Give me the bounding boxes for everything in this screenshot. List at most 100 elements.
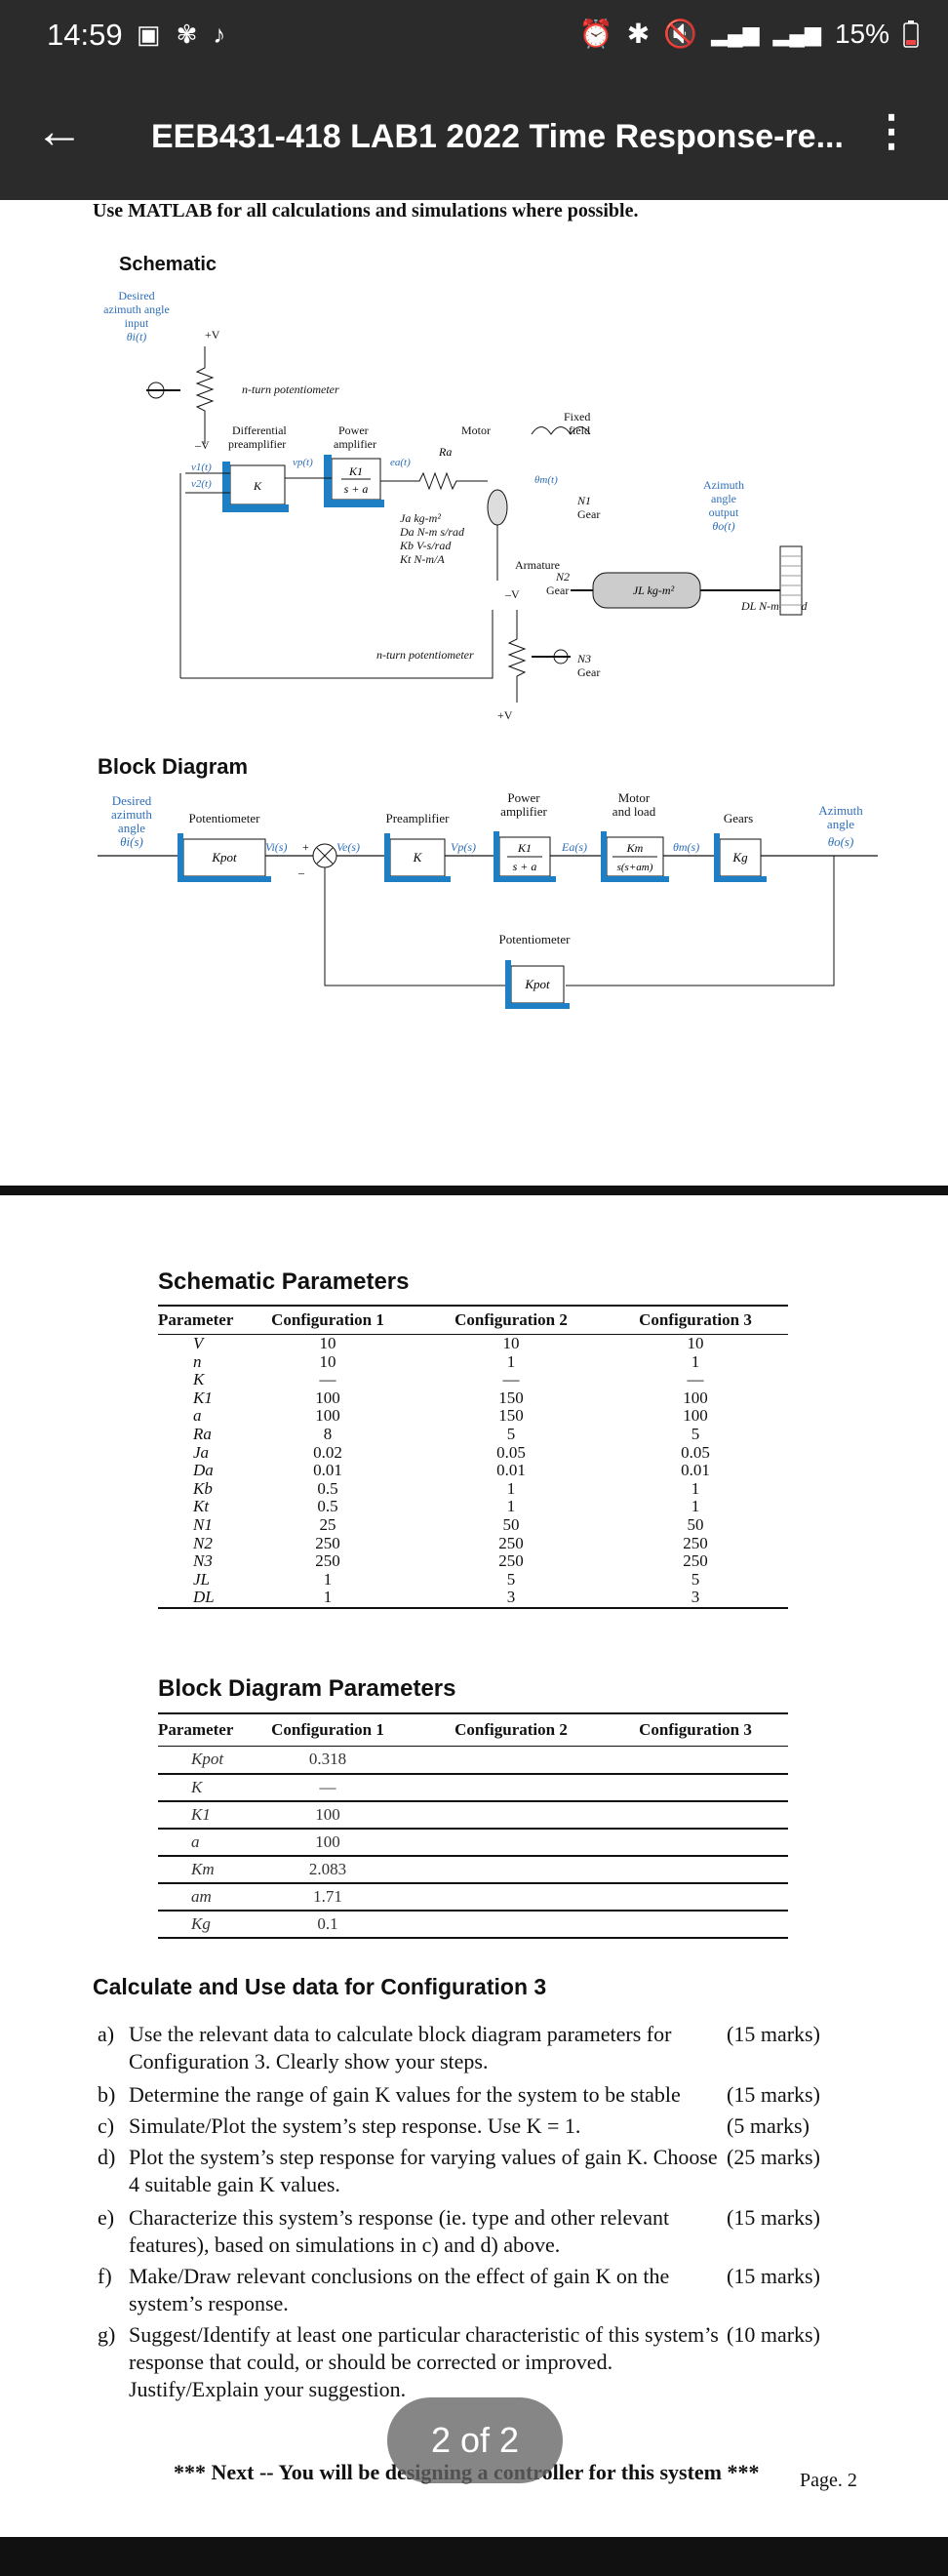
bp-header-config3: Configuration 3: [603, 1712, 788, 1747]
sp-header-config2: Configuration 2: [419, 1305, 603, 1335]
schematic-pot-bottom: n-turn potentiometer: [376, 648, 474, 662]
signal-icon: ▂▄▆: [772, 20, 821, 46]
value-cell: 5: [691, 1569, 700, 1589]
page-indicator: 2 of 2: [387, 2397, 563, 2483]
value-cell: 0.01: [681, 1461, 710, 1480]
bp-header-config1: Configuration 1: [236, 1712, 419, 1747]
bd-kg-block: Kg: [714, 833, 767, 882]
schematic-k1: K1: [348, 464, 363, 478]
bd-k1-block: K1 s + a: [494, 831, 556, 882]
value-cell: 0.02: [313, 1442, 342, 1462]
block-params-title: Block Diagram Parameters: [158, 1675, 456, 1702]
svg-text:–: –: [297, 865, 305, 879]
bd-potentiometer-label: Potentiometer: [189, 811, 261, 825]
value-cell: 50: [687, 1514, 704, 1534]
question-label: b): [98, 2082, 116, 2107]
schematic-input-label-4: θi(t): [127, 330, 147, 343]
bottom-bar: [0, 2537, 948, 2576]
mute-icon: 🔇: [663, 19, 698, 49]
value-cell: 100: [683, 1406, 708, 1426]
value-cell: 10: [502, 1334, 520, 1352]
bd-thetam: θm(s): [673, 840, 699, 854]
block-diagram-figure: Desired azimuth angle θi(s) Azimuth angl…: [98, 790, 878, 1009]
value-cell: 2.083: [236, 1855, 419, 1884]
bd-gears-label: Gears: [724, 811, 753, 825]
value-cell: 250: [315, 1551, 340, 1571]
schematic-figure: Desired azimuth angle input θi(t) +V –V …: [103, 289, 808, 722]
value-cell: 250: [498, 1533, 524, 1552]
schematic-minus-v-2: –V: [504, 587, 520, 601]
bd-power-amp-2: amplifier: [500, 804, 547, 819]
sp-header-config1: Configuration 1: [236, 1305, 419, 1335]
schematic-azimuth-4: θo(t): [712, 519, 734, 533]
parameter-cell: K: [193, 1370, 205, 1389]
question-marks: (5 marks): [727, 2113, 810, 2138]
matlab-note: Use MATLAB for all calculations and simu…: [93, 200, 639, 221]
bd-motor-load-2: and load: [612, 804, 656, 819]
schematic-params-title: Schematic Parameters: [158, 1268, 410, 1295]
back-arrow-icon[interactable]: ←: [35, 103, 84, 158]
bd-km-block: Km s(s+am): [601, 831, 669, 882]
value-cell: [603, 1746, 788, 1775]
schematic-pot-top: n-turn potentiometer: [242, 382, 339, 396]
schematic-gear-3: Gear: [577, 665, 600, 679]
alarm-icon: ⏰: [578, 19, 613, 49]
question-marks: (15 marks): [727, 2022, 820, 2046]
parameter-cell: a: [158, 1828, 236, 1857]
parameter-cell: JL: [193, 1569, 210, 1589]
question-marks: (15 marks): [727, 2205, 820, 2230]
pdf-page-2: Schematic Parameters Parameter Configura…: [0, 1195, 948, 2576]
value-cell: —: [687, 1370, 704, 1389]
more-vert-icon[interactable]: ⋮: [870, 107, 913, 155]
value-cell: 150: [498, 1406, 524, 1426]
bd-feedback-kpot-block: Kpot: [505, 960, 570, 1009]
parameter-cell: K1: [193, 1388, 213, 1407]
value-cell: 1: [691, 1478, 700, 1498]
question-label: a): [98, 2022, 115, 2046]
schematic-n1: N1: [576, 494, 591, 507]
value-cell: 5: [691, 1424, 700, 1443]
battery-icon: [903, 20, 919, 48]
parameter-cell: N3: [193, 1551, 213, 1571]
schematic-sa: s + a: [344, 482, 369, 496]
value-cell: 0.318: [236, 1746, 419, 1775]
value-cell: 8: [323, 1424, 333, 1443]
svg-text:+: +: [302, 840, 309, 854]
parameter-cell: n: [193, 1351, 202, 1371]
bd-feedback-pot-label: Potentiometer: [499, 932, 572, 946]
value-cell: 5: [506, 1424, 516, 1443]
schematic-gear-1: Gear: [577, 507, 600, 521]
parameter-cell: Kpot: [158, 1746, 236, 1775]
parameter-cell: Kt: [193, 1497, 210, 1516]
bp-header-param: Parameter: [158, 1712, 236, 1747]
bd-desired-1: Desired: [112, 793, 152, 808]
schematic-power-amp-2: amplifier: [334, 437, 376, 451]
value-cell: 1: [323, 1569, 333, 1589]
image-icon: ▣: [137, 20, 161, 49]
block-params-table: Parameter Configuration 1 Configuration …: [158, 1712, 788, 1939]
value-cell: 0.05: [681, 1442, 710, 1462]
tiktok-icon: ♪: [213, 20, 226, 49]
signal-icon: ▂▄▆: [711, 20, 760, 46]
parameter-cell: Da: [193, 1461, 214, 1480]
question-text: Determine the range of gain K values for…: [129, 2082, 681, 2107]
table-row: K———: [158, 1371, 788, 1389]
questions-title: Calculate and Use data for Configuration…: [93, 1974, 547, 1999]
bd-desired-3: angle: [118, 821, 145, 835]
schematic-input-label-3: input: [125, 316, 149, 330]
status-time: 14:59: [47, 18, 123, 52]
value-cell: [603, 1800, 788, 1830]
value-cell: 10: [319, 1334, 336, 1352]
bluetooth-icon: ✱: [626, 19, 651, 49]
schematic-jl: JL kg-m²: [633, 584, 675, 597]
question-marks: (25 marks): [727, 2145, 820, 2169]
question-text: Plot the system’s step response for vary…: [129, 2145, 718, 2196]
